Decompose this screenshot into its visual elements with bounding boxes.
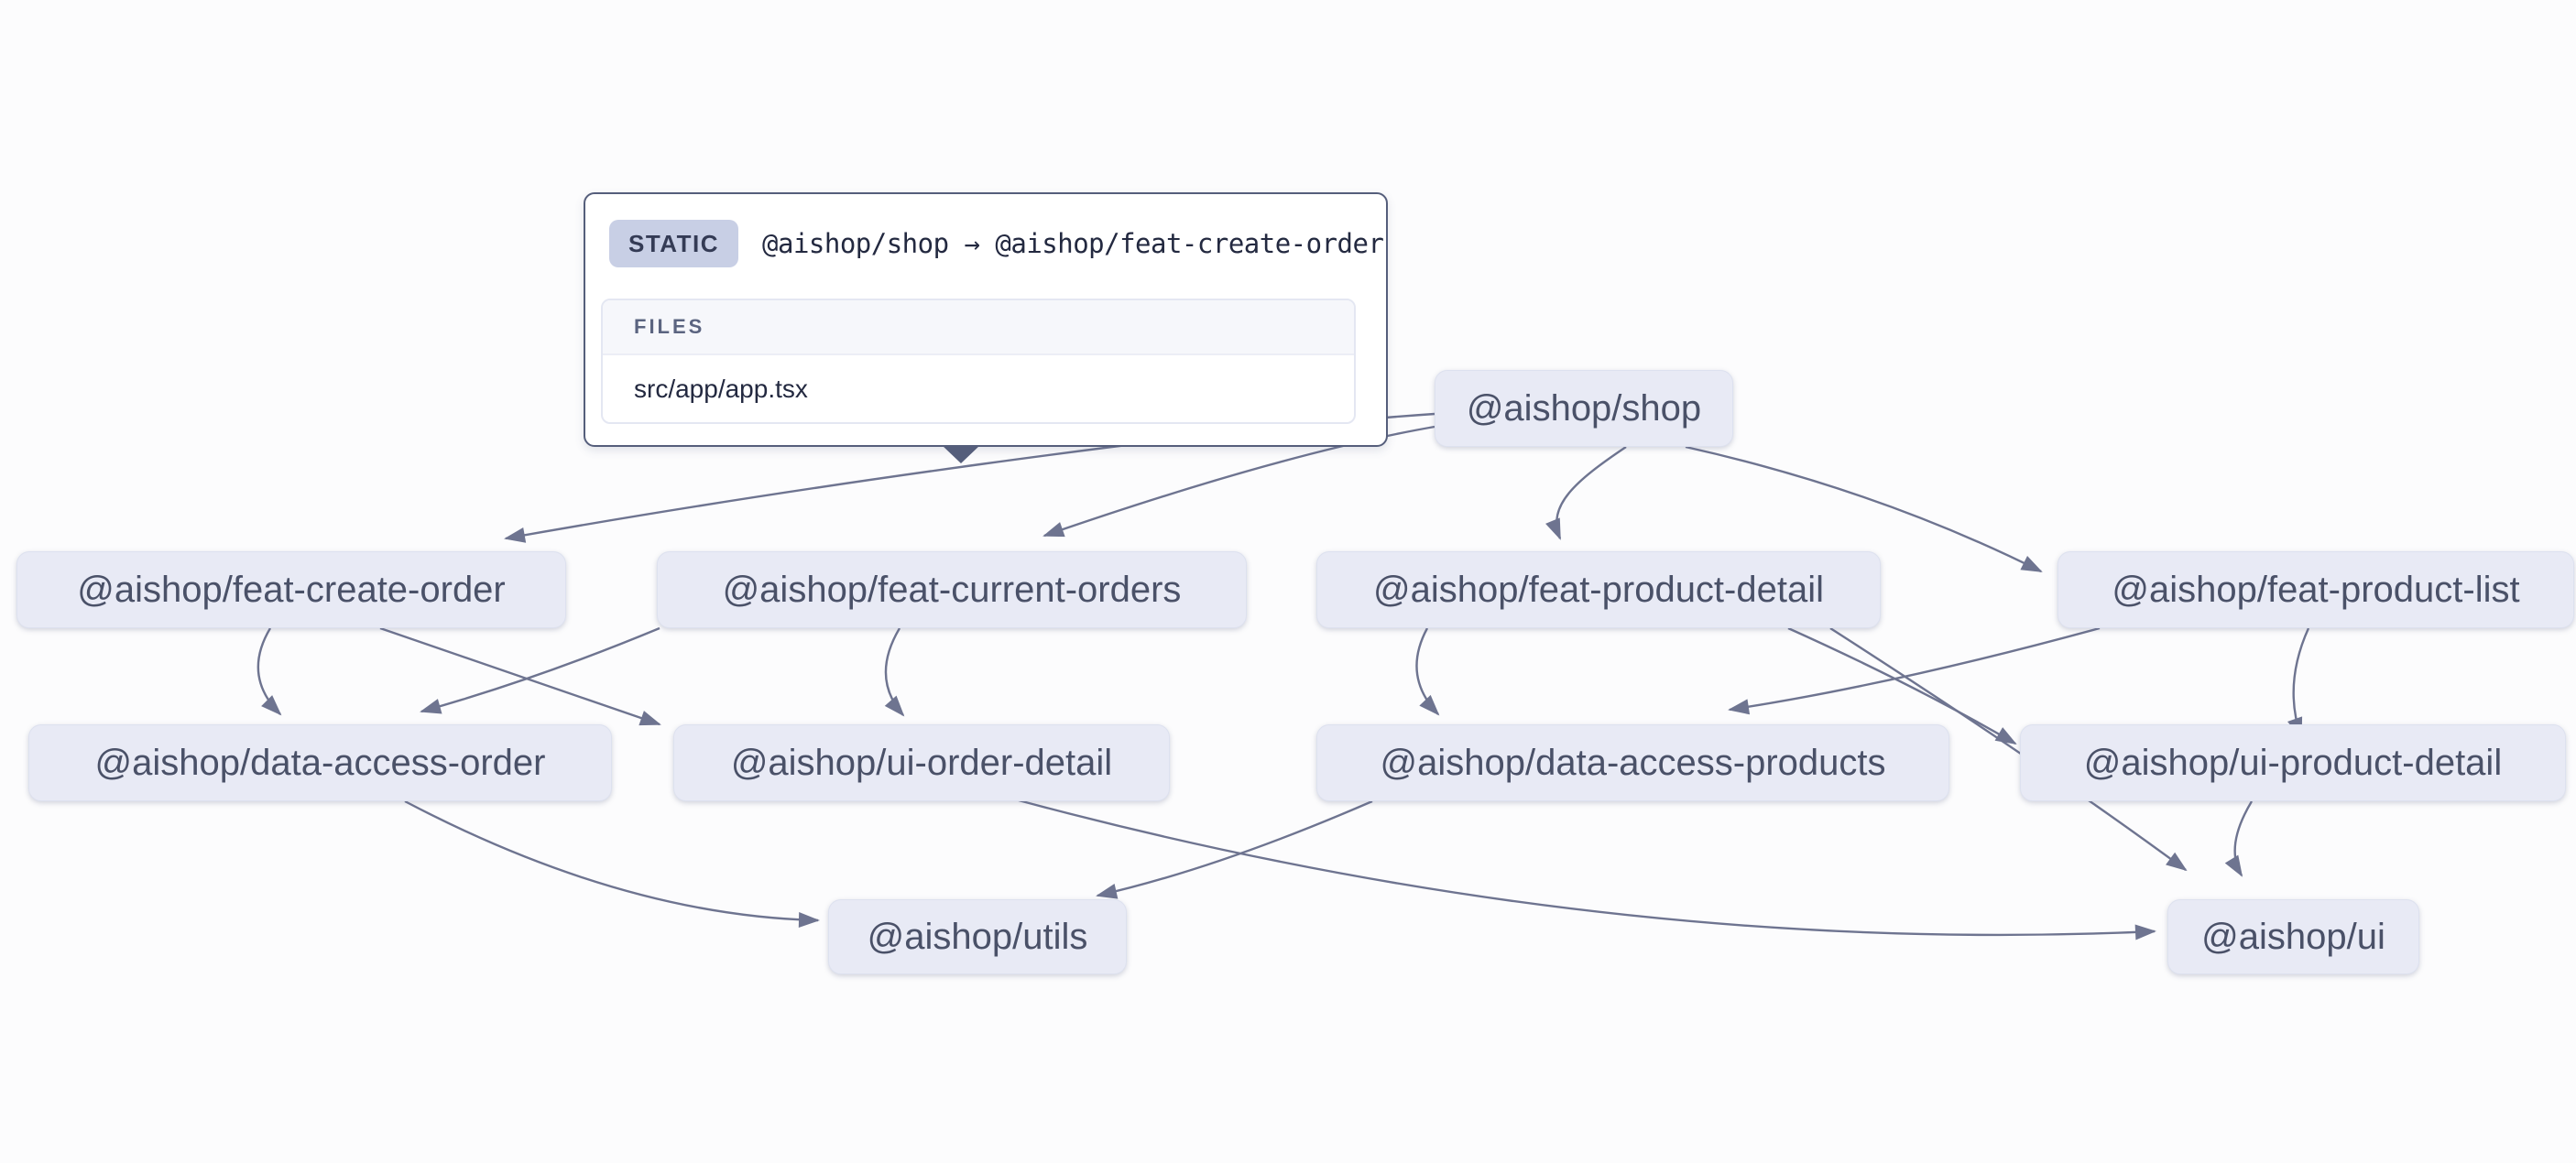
edge-ui-product-detail-ui[interactable] [2224, 800, 2254, 877]
edge-shop-feat-product-detail[interactable] [1545, 446, 1627, 540]
edge-tooltip-title: @aishop/shop → @aishop/feat-create-order [762, 228, 1384, 259]
edge-feat-current-orders-ui-order-detail[interactable] [884, 627, 905, 717]
node-ui-order-detail[interactable]: @aishop/ui-order-detail [673, 724, 1170, 801]
file-item: src/app/app.tsx [634, 374, 808, 403]
node-data-access-order[interactable]: @aishop/data-access-order [28, 724, 612, 801]
edge-shop-feat-product-list[interactable] [1685, 445, 2043, 573]
tooltip-pointer-icon [942, 445, 980, 463]
node-shop[interactable]: @aishop/shop [1435, 370, 1733, 447]
edge-feat-create-order-ui-order-detail[interactable] [379, 626, 661, 726]
node-ui[interactable]: @aishop/ui [2167, 899, 2419, 974]
edge-feat-product-list-ui-product-detail[interactable] [2287, 627, 2310, 739]
edge-feat-product-detail-data-access-products[interactable] [1415, 627, 1440, 716]
edge-data-access-products-utils[interactable] [1096, 799, 1373, 899]
node-feat-current-orders[interactable]: @aishop/feat-current-orders [657, 551, 1247, 628]
edge-feat-current-orders-data-access-order[interactable] [420, 626, 660, 714]
edge-feat-product-detail-ui-product-detail[interactable] [1787, 626, 2017, 745]
edge-data-access-order-utils[interactable] [404, 799, 820, 928]
node-feat-product-list[interactable]: @aishop/feat-product-list [2058, 551, 2574, 628]
edge-shop-feat-current-orders[interactable] [1042, 425, 1435, 538]
node-data-access-products[interactable]: @aishop/data-access-products [1316, 724, 1949, 801]
node-feat-create-order[interactable]: @aishop/feat-create-order [16, 551, 566, 628]
edge-ui-order-detail-ui[interactable] [1018, 799, 2156, 940]
edge-type-badge: STATIC [609, 220, 739, 267]
tooltip-header: STATIC @aishop/shop → @aishop/feat-creat… [585, 194, 1386, 267]
edge-feat-create-order-data-access-order[interactable] [257, 627, 282, 716]
edge-feat-product-list-data-access-products[interactable] [1728, 626, 2101, 715]
node-ui-product-detail[interactable]: @aishop/ui-product-detail [2020, 724, 2566, 801]
edge-tooltip: STATIC @aishop/shop → @aishop/feat-creat… [584, 192, 1388, 463]
node-utils[interactable]: @aishop/utils [828, 899, 1127, 974]
node-feat-product-detail[interactable]: @aishop/feat-product-detail [1316, 551, 1881, 628]
files-heading: FILES [603, 300, 1354, 355]
files-panel: FILES src/app/app.tsx [601, 299, 1356, 424]
